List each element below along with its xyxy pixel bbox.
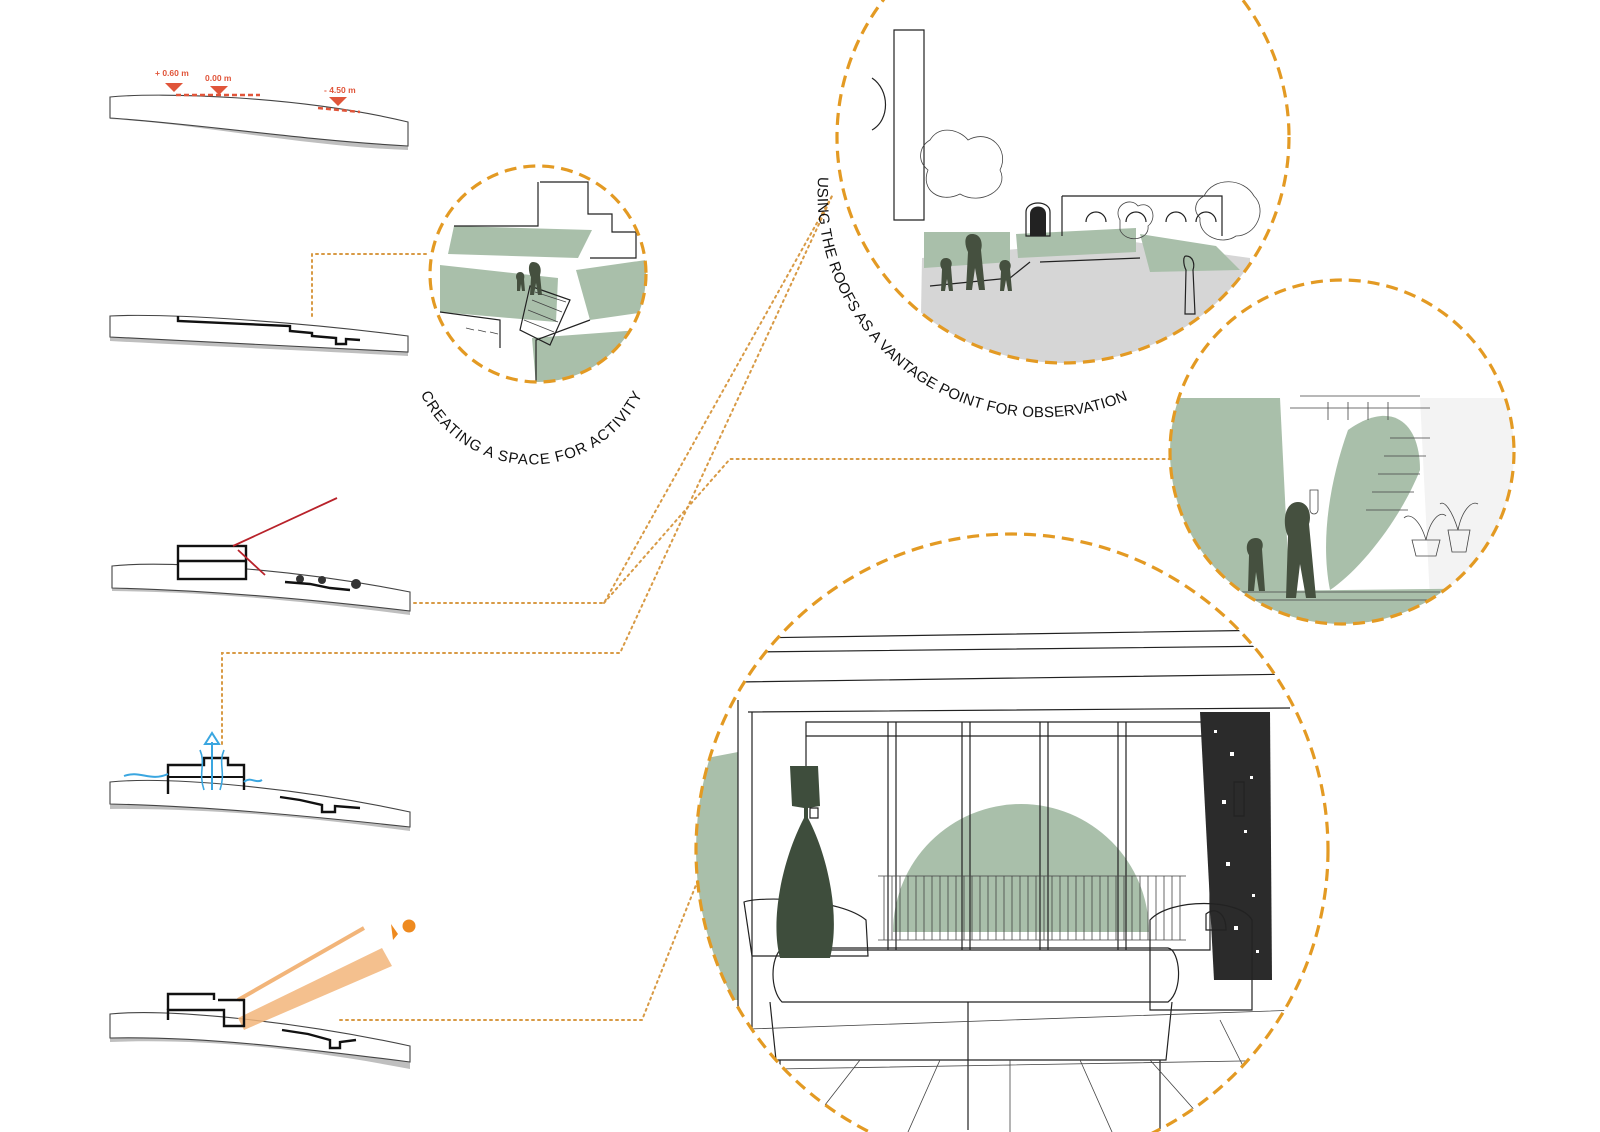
level-label-upper: + 0.60 m <box>155 68 189 78</box>
section-ventilation <box>109 731 411 831</box>
svg-text:CREATING A SPACE FOR ACTIVITY: CREATING A SPACE FOR ACTIVITY <box>417 388 646 469</box>
vignette-stairhall <box>1168 278 1516 626</box>
caption-activity: CREATING A SPACE FOR ACTIVITY <box>417 388 646 469</box>
level-label-lower: - 4.50 m <box>324 85 356 95</box>
section-levels: + 0.60 m 0.00 m - 4.50 m <box>109 68 409 150</box>
vignette-activity: CREATING A SPACE FOR ACTIVITY <box>417 164 648 469</box>
level-marker-icon <box>210 86 228 95</box>
sun-icon <box>402 919 416 933</box>
level-label-ground: 0.00 m <box>205 73 232 83</box>
section-activity <box>109 314 409 356</box>
level-marker-icon <box>329 97 347 106</box>
leader-lines <box>221 195 1185 1021</box>
vignette-living <box>694 532 1330 1132</box>
level-marker-icon <box>165 83 183 92</box>
section-view <box>111 497 411 615</box>
wind-arrow-icon <box>203 731 221 745</box>
section-sunlight <box>109 919 416 1069</box>
